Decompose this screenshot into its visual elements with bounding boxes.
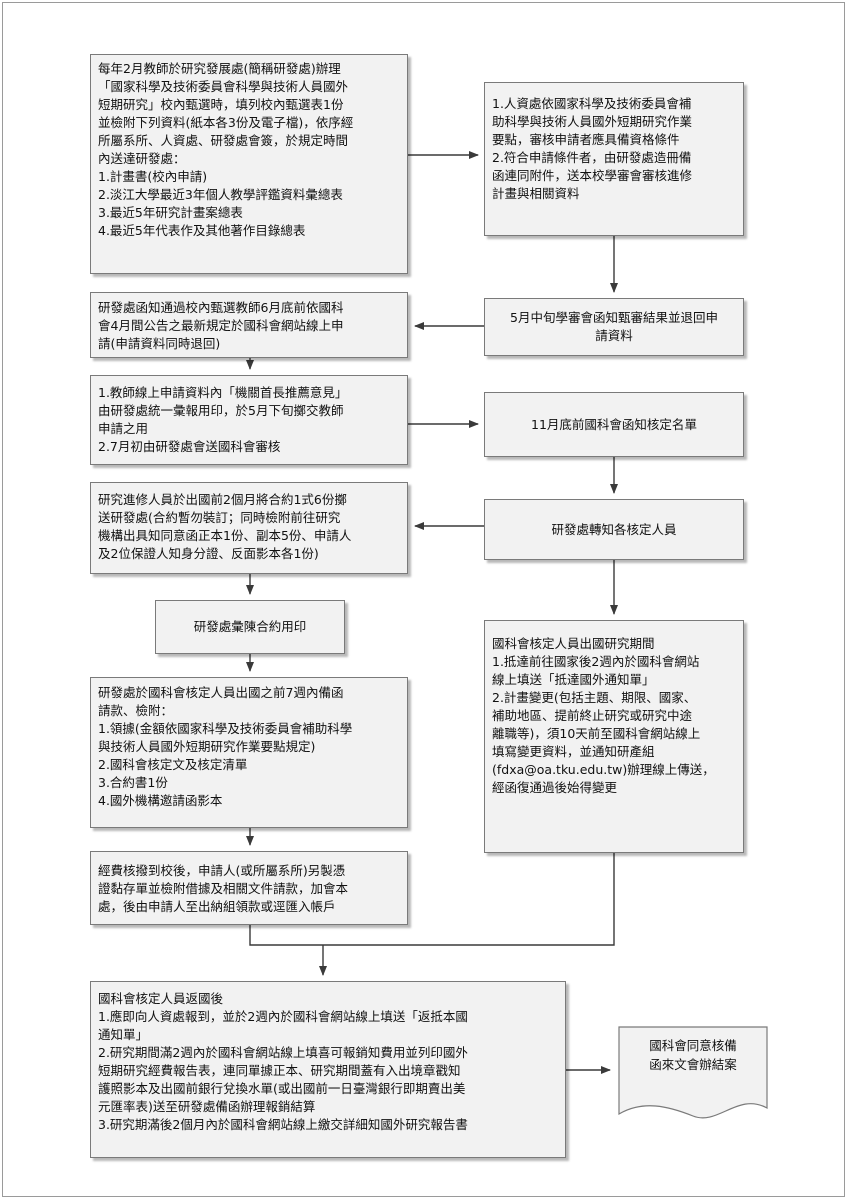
step-1-line: 每年2月教師於研究發展處(簡稱研發處)辦理 [98, 61, 341, 76]
step-8-line: 送研發處(合約暫勿裝訂；同時檢附前往研究 [98, 510, 341, 525]
step-5-box: 1.教師線上申請資料內「機關首長推薦意見」 由研發處統一彙報用印，於5月下旬擲交… [90, 375, 408, 465]
step-11-box: 研發處於國科會核定人員出國之前7週內備函 請款、檢附： 1.領據(金額依國家科學… [90, 677, 408, 828]
step-10-line: (fdxa@oa.tku.edu.tw)辦理線上傳送， [492, 762, 715, 777]
step-1-line: 3.最近5年研究計畫案總表 [98, 205, 243, 220]
step-1-line: 並檢附下列資料(紙本各3份及電子檔)，依序經 [98, 115, 354, 130]
step-10-line: 經函復通過後始得變更 [492, 780, 618, 795]
step-3-line: 請資料 [595, 328, 633, 343]
step-3-line: 5月中旬學審會函知甄審結果並退回申 [510, 310, 718, 325]
step-2-line: 2.符合申請條件者，由研發處造冊備 [492, 150, 692, 165]
step-11-line: 請款、檢附： [98, 703, 174, 718]
step-8-box: 研究進修人員於出國前2個月將合約1式6份擲 送研發處(合約暫勿裝訂；同時檢附前往… [90, 482, 408, 574]
step-13-line: 短期研究經費報告表，連同單據正本、研究期間蓋有入出境章戳知 [98, 1063, 461, 1078]
step-4-line: 研發處函知通過校內甄選教師6月底前依國科 [98, 300, 344, 315]
step-5-line: 申請之用 [98, 421, 149, 436]
step-12-line: 處，後由申請人至出納組領款或逕匯入帳戶 [98, 899, 336, 914]
step-1-line: 短期研究」校內甄選時，填列校內甄選表1份 [98, 97, 344, 112]
step-12-line: 經費核撥到校後，申請人(或所屬系所)另製憑 [98, 863, 346, 878]
step-1-line: 4.最近5年代表作及其他著作目錄總表 [98, 223, 306, 238]
step-13-line: 通知單」 [98, 1027, 149, 1042]
step-10-line: 填寫變更資料，並通知研產組 [492, 744, 655, 759]
step-10-box: 國科會核定人員出國研究期間 1.抵達前往國家後2週內於國科會網站 線上填送「抵達… [484, 620, 744, 853]
step-13-line: 國科會核定人員返國後 [98, 991, 224, 1006]
step-11-line: 與技術人員國外短期研究作業要點規定) [98, 739, 316, 754]
step-11-line: 3.合約書1份 [98, 775, 168, 790]
step-13-line: 1.應即向人資處報到，並於2週內於國科會網站線上填送「返抵本國 [98, 1009, 468, 1024]
step-5-line: 2.7月初由研發處會送國科會審核 [98, 439, 281, 454]
step-9-line: 研發處彙陳合約用印 [193, 619, 307, 634]
step-8-line: 機構出具知同意函正本1份、副本5份、申請人 [98, 528, 352, 543]
step-13-box: 國科會核定人員返國後 1.應即向人資處報到，並於2週內於國科會網站線上填送「返抵… [90, 981, 566, 1158]
step-2-box: 1.人資處依國家科學及技術委員會補 助科學與技術人員國外短期研究作業 要點，審核… [484, 82, 744, 236]
step-13-line: 2.研究期間滿2週內於國科會網站線上填喜可報銷知費用並列印國外 [98, 1045, 468, 1060]
step-1-line: 內送達研發處： [98, 151, 186, 166]
step-2-line: 要點，審核申請者應具備資格條件 [492, 132, 680, 147]
step-4-box: 研發處函知通過校內甄選教師6月底前依國科 會4月間公告之最新規定於國科會網站線上… [90, 292, 408, 358]
step-9-box: 研發處彙陳合約用印 [155, 600, 345, 654]
step-8-line: 研究進修人員於出國前2個月將合約1式6份擲 [98, 492, 347, 507]
step-13-line: 護照影本及出國前銀行兌換水單(或出國前一日臺灣銀行即期賣出美 [98, 1081, 466, 1096]
step-10-line: 線上填送「抵達國外通知單」 [492, 672, 655, 687]
step-11-line: 1.領據(金額依國家科學及技術委員會補助科學 [98, 721, 353, 736]
step-13-line: 元匯率表)送至研發處備函辦理報銷結算 [98, 1099, 316, 1114]
step-8-line: 及2位保證人知身分證、反面影本各1份) [98, 546, 319, 561]
step-4-line: 會4月間公告之最新規定於國科會網站線上申 [98, 318, 344, 333]
step-1-line: 1.計畫書(校內申請) [98, 169, 208, 184]
step-1-line: 「國家科學及技術委員會科學與技術人員國外 [98, 79, 349, 94]
step-11-line: 研發處於國科會核定人員出國之前7週內備函 [98, 685, 344, 700]
step-10-line: 補助地區、提前終止研究或研究中途 [492, 708, 693, 723]
step-12-line: 證黏存單並檢附借據及相關文件請款，加會本 [98, 881, 349, 896]
step-2-line: 計畫與相關資料 [492, 186, 580, 201]
step-14-line: 函來文會辦結案 [649, 1057, 737, 1072]
step-7-line: 研發處轉知各核定人員 [551, 521, 677, 537]
step-1-box: 每年2月教師於研究發展處(簡稱研發處)辦理 「國家科學及技術委員會科學與技術人員… [90, 54, 408, 274]
document-shape [618, 1026, 768, 1119]
step-12-box: 經費核撥到校後，申請人(或所屬系所)另製憑 證黏存單並檢附借據及相關文件請款，加… [90, 851, 408, 925]
step-11-line: 2.國科會核定文及核定清單 [98, 757, 248, 772]
step-5-line: 1.教師線上申請資料內「機關首長推薦意見」 [98, 385, 348, 400]
step-10-line: 2.計畫變更(包括主題、期限、國家、 [492, 690, 697, 705]
step-2-line: 1.人資處依國家科學及技術委員會補 [492, 96, 692, 111]
step-5-line: 由研發處統一彙報用印，於5月下旬擲交教師 [98, 403, 344, 418]
step-2-line: 助科學與技術人員國外短期研究作業 [492, 114, 693, 129]
step-4-line: 請(申請資料同時退回) [98, 336, 221, 351]
step-10-line: 離職等)，須10天前至國科會網站線上 [492, 726, 701, 741]
step-10-line: 國科會核定人員出國研究期間 [492, 636, 655, 651]
step-11-line: 4.國外機構邀請函影本 [98, 793, 223, 808]
step-14-line: 國科會同意核備 [649, 1038, 737, 1053]
step-3-box: 5月中旬學審會函知甄審結果並退回申 請資料 [484, 298, 744, 356]
step-1-line: 所屬系所、人資處、研發處會簽，於規定時間 [98, 133, 349, 148]
step-13-line: 3.研究期滿後2個月內於國科會網站線上繳交詳細知國外研究報告書 [98, 1117, 468, 1132]
step-6-line: 11月底前國科會函知核定名單 [531, 416, 697, 432]
step-14-text: 國科會同意核備 函來文會辦結案 [618, 1036, 768, 1074]
step-7-box: 研發處轉知各核定人員 [484, 499, 744, 560]
step-2-line: 函連同附件，送本校學審會審核進修 [492, 168, 693, 183]
step-6-box: 11月底前國科會函知核定名單 [484, 392, 744, 457]
step-1-line: 2.淡江大學最近3年個人教學評鑑資料彙總表 [98, 187, 343, 202]
step-10-line: 1.抵達前往國家後2週內於國科會網站 [492, 654, 700, 669]
